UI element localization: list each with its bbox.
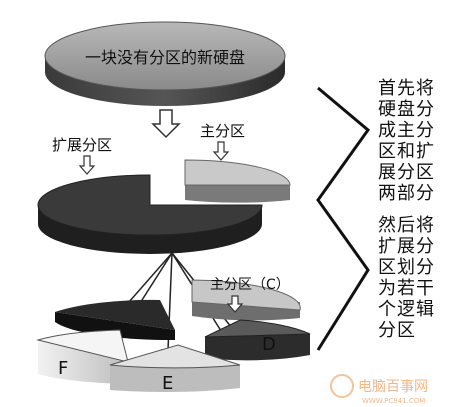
- logical-slice-e: [109, 344, 241, 392]
- drive-letter-e: E: [162, 373, 173, 394]
- drive-letter-f: F: [58, 358, 68, 379]
- note-step1: 首先将硬盘分成主分区和扩展分区两部分: [378, 78, 435, 204]
- arrow-extended-icon: [78, 155, 96, 175]
- primary-c-slice: [191, 279, 301, 321]
- note-step2: 然后将扩展分区划分为若干个逻辑分区: [378, 215, 435, 341]
- label-primary: 主分区: [200, 122, 245, 140]
- brace-lines: [316, 86, 371, 351]
- watermark: 电脑百事网 WWW.PC841.COM: [330, 374, 428, 405]
- unpartitioned-disk: 一块没有分区的新硬盘: [44, 21, 286, 106]
- logical-slice-d: [204, 319, 311, 361]
- label-extended: 扩展分区: [52, 136, 112, 154]
- watermark-text: 电脑百事网: [358, 379, 428, 395]
- logical-slice-dark: [55, 299, 175, 341]
- arrow-primary-c-icon: [226, 295, 244, 313]
- logical-slice-f: [36, 329, 129, 384]
- down-arrow-icon: [151, 109, 181, 139]
- arrow-primary-icon: [212, 141, 230, 161]
- extended-partition-slice: [37, 174, 263, 254]
- label-primary-c: 主分区（C）: [210, 277, 290, 293]
- disk-label: 一块没有分区的新硬盘: [85, 48, 245, 67]
- primary-partition-slice: [184, 159, 291, 203]
- drive-letter-d: D: [262, 334, 276, 355]
- watermark-url: WWW.PC841.COM: [362, 397, 425, 405]
